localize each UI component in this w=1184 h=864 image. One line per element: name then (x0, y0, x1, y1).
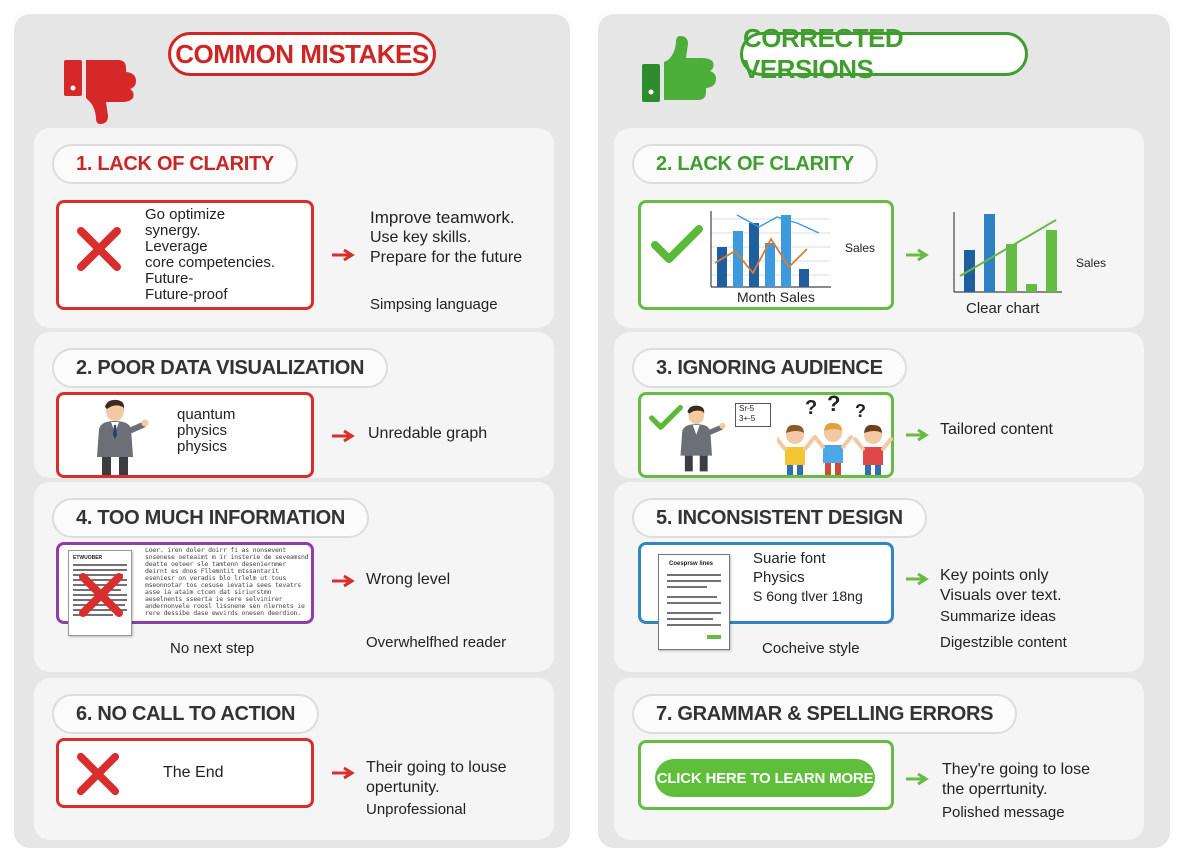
card-title: 6. NO CALL TO ACTION (52, 694, 320, 734)
presenter-icon (97, 399, 149, 475)
corrected-versions-column: CORRECTED VERSIONS 2. LACK OF CLARITY (598, 14, 1170, 848)
clear-chart-caption: Clear chart (966, 300, 1040, 317)
thumbs-up-icon (642, 36, 716, 102)
card-title: 2. POOR DATA VISUALIZATION (52, 348, 389, 388)
jargon-text: quantum physics physics (177, 406, 236, 455)
design-caption: Cocheive style (762, 640, 860, 657)
result-text: They're going to lose the operrtunity. (942, 761, 1091, 798)
document-lines (667, 574, 721, 639)
document-icon: Coesprsw lines (658, 554, 730, 650)
design-text: Suarie font Physics S 6ong tlver 18ng (753, 550, 863, 604)
corrected-example-box: Sr-5 3+-5 ? ? ? (638, 391, 894, 478)
arrow-right-icon (332, 248, 355, 262)
arrow-right-icon (906, 428, 929, 442)
clear-chart (953, 212, 1062, 293)
chart-side-label: Sales (845, 241, 876, 255)
card-title: 1. LACK OF CLARITY (52, 144, 298, 184)
corrected-card-lack-of-clarity: 2. LACK OF CLARITY Mo (614, 128, 1144, 328)
children-audience-icon (777, 422, 893, 475)
question-marks: ? (805, 397, 818, 419)
learn-more-button[interactable]: CLICK HERE TO LEARN MORE (655, 759, 875, 797)
x-mark-icon (79, 573, 123, 617)
card-title: 4. TOO MUCH INFORMATION (52, 498, 370, 538)
mistake-card-poor-data-visualization: 2. POOR DATA VISUALIZATION quantum physi… (34, 332, 554, 478)
presenter-icon (680, 405, 726, 472)
card-title: 2. LACK OF CLARITY (632, 144, 878, 184)
corrected-card-ignoring-audience: 3. IGNORING AUDIENCE Sr-5 3+-5 ? ? ? (614, 332, 1144, 478)
result-text: Key points only Visuals over text. (940, 567, 1062, 604)
x-mark-icon (76, 752, 120, 796)
result-text: Their going to louse opertunity. (366, 759, 507, 796)
arrow-right-icon (906, 772, 929, 786)
result-extra: Summarize ideas (940, 608, 1056, 625)
caption: Polished message (942, 804, 1065, 821)
caption: Digestzible content (940, 634, 1067, 651)
corrected-versions-heading: CORRECTED VERSIONS (740, 23, 1028, 84)
thumbs-down-icon (64, 60, 136, 124)
chart-caption: Month Sales (737, 289, 815, 305)
result-text: Unredable graph (368, 425, 488, 442)
corrected-card-inconsistent-design: 5. INCONSISTENT DESIGN Suarie font Physi… (614, 482, 1144, 672)
check-mark-icon (651, 225, 703, 263)
result-text: Tailored content (940, 421, 1053, 438)
jargon-text: Go optimize synergy. Leverage core compe… (145, 206, 276, 303)
mistake-card-lack-of-clarity: 1. LACK OF CLARITY Go optimize synergy. … (34, 128, 554, 328)
arrow-right-icon (332, 766, 355, 780)
clear-chart-side-label: Sales (1076, 256, 1107, 270)
mistake-card-too-much-information: 4. TOO MUCH INFORMATION Loer. iren doler… (34, 482, 554, 672)
arrow-right-icon (332, 429, 355, 443)
result-text: Wrong level (366, 571, 451, 588)
question-marks: ? (827, 391, 841, 416)
caption: Overwhelfhed reader (366, 634, 507, 651)
arrow-right-icon (332, 574, 355, 588)
card-title: 7. GRAMMAR & SPELLING ERRORS (632, 694, 1018, 734)
whiteboard: Sr-5 3+-5 (735, 403, 771, 427)
mistake-example-box: Go optimize synergy. Leverage core compe… (56, 200, 314, 310)
question-marks: ? (855, 401, 866, 421)
corrected-example-box: Month Sales Sales (638, 200, 894, 310)
mistake-card-no-call-to-action: 6. NO CALL TO ACTION The End Their going… (34, 678, 554, 840)
ending-text: The End (163, 764, 224, 781)
common-mistakes-column: COMMON MISTAKES 1. LACK OF CLARITY Go op… (14, 14, 570, 848)
check-mark-icon (649, 404, 683, 430)
arrow-right-icon (906, 248, 929, 262)
caption: Unprofessional (366, 801, 467, 818)
corrected-card-grammar-spelling: 7. GRAMMAR & SPELLING ERRORS CLICK HERE … (614, 678, 1144, 840)
arrow-right-icon (906, 572, 929, 586)
caption-left: No next step (170, 640, 255, 657)
card-title: 5. INCONSISTENT DESIGN (632, 498, 927, 538)
cluttered-chart (710, 211, 831, 288)
document-icon: ETWUOBER (68, 550, 132, 636)
corrected-example-box: CLICK HERE TO LEARN MORE (638, 740, 894, 810)
dense-paragraph: Loer. iren doler doirr fi as nonsevent s… (145, 547, 309, 617)
card-title: 3. IGNORING AUDIENCE (632, 348, 907, 388)
common-mistakes-heading: COMMON MISTAKES (168, 32, 436, 76)
x-mark-icon (77, 227, 121, 271)
mistake-example-box: quantum physics physics (56, 392, 314, 478)
result-text: Improve teamwork. Use key skills. Prepar… (370, 208, 523, 266)
caption: Simpsing language (370, 296, 498, 313)
mistake-example-box: The End (56, 738, 314, 808)
